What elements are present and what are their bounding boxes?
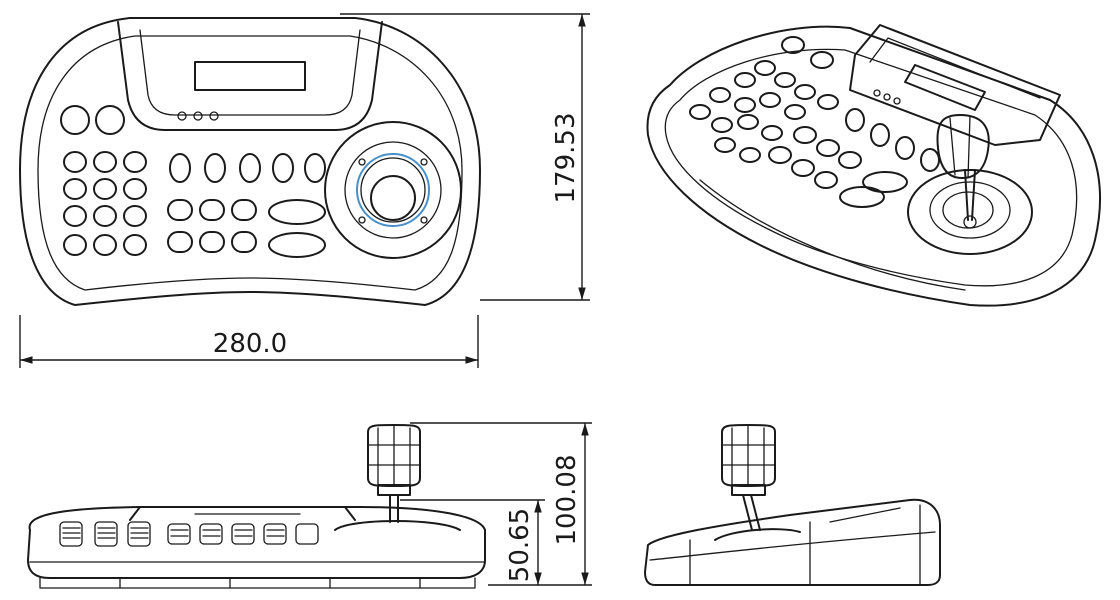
perspective-display-housing xyxy=(849,24,1061,146)
front-view: 50.65 100.08 xyxy=(27,422,592,589)
perspective-view xyxy=(646,24,1101,307)
total-height-dimension-label: 100.08 xyxy=(552,455,582,546)
front-view-keys xyxy=(59,521,319,547)
perspective-lcd-screen xyxy=(904,64,986,111)
front-view-body-outline xyxy=(27,506,486,579)
top-view-body-outline xyxy=(19,17,481,306)
side-view-edge xyxy=(649,531,936,561)
top-view-led-3 xyxy=(209,111,219,121)
front-view-foot xyxy=(39,577,476,589)
perspective-display-top xyxy=(869,37,1041,99)
top-view-display-housing xyxy=(117,21,383,131)
top-view: 280.0 179.53 xyxy=(19,13,590,368)
top-view-joystick xyxy=(324,121,462,259)
front-view-display-housing xyxy=(129,506,356,521)
top-view-round-button-2 xyxy=(95,105,125,135)
side-view-body-outline xyxy=(644,498,941,586)
front-view-joystick xyxy=(334,424,461,531)
perspective-body-inner xyxy=(664,48,1078,287)
top-view-lcd-screen xyxy=(194,61,306,91)
width-dimension-label: 280.0 xyxy=(213,329,287,359)
side-view-display-edge xyxy=(829,507,901,523)
perspective-joystick xyxy=(907,114,1033,255)
top-view-body-inner xyxy=(37,35,463,291)
perspective-keypad xyxy=(689,36,940,208)
top-view-led-1 xyxy=(177,111,187,121)
top-view-numeric-keypad xyxy=(63,151,147,256)
side-view xyxy=(644,424,941,586)
depth-dimension-label: 179.53 xyxy=(551,113,581,204)
perspective-body-edge xyxy=(699,179,966,291)
top-view-display-bezel xyxy=(139,29,361,116)
body-height-dimension-label: 50.65 xyxy=(505,508,535,582)
top-view-function-buttons xyxy=(167,153,326,258)
perspective-body-outline xyxy=(646,25,1101,307)
top-view-led-2 xyxy=(193,111,203,121)
top-view-round-button-1 xyxy=(60,105,90,135)
side-view-joystick xyxy=(714,424,801,541)
